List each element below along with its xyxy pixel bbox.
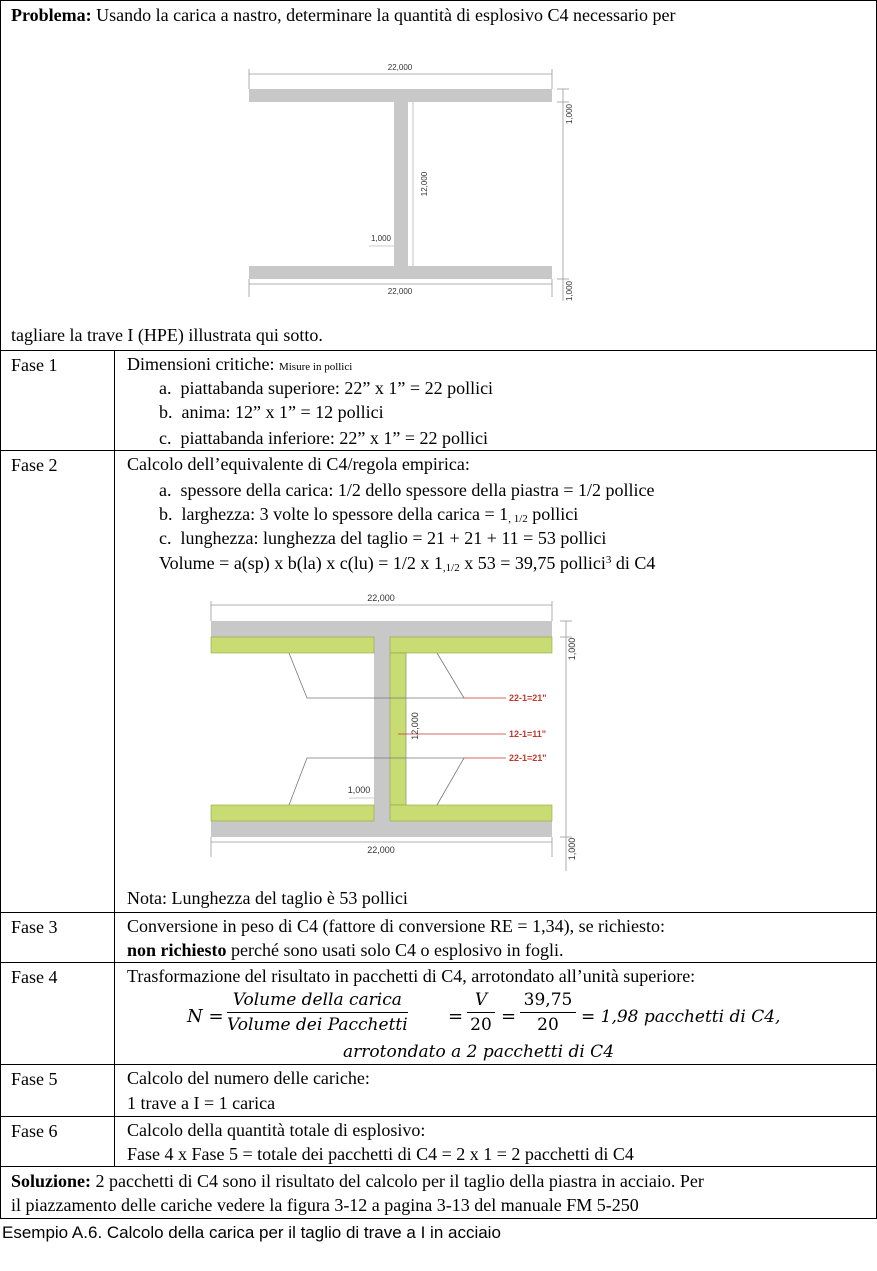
fig1-web-thickness: 1,000 <box>371 234 392 243</box>
fig1-bottom-width: 22,000 <box>388 287 413 296</box>
formula-equals-1: = <box>448 1006 464 1027</box>
fig2-charge-bottom-left <box>210 804 375 822</box>
step-5-line-1: Calcolo del numero delle cariche: <box>127 1068 370 1088</box>
fig2-bottom-flange <box>211 821 552 837</box>
fig2-charge-top-left <box>210 636 375 654</box>
fig2-charge-bottom-right <box>389 804 553 822</box>
step-2-volume: Volume = a(sp) x b(la) x c(lu) = 1/2 x 1… <box>159 553 656 574</box>
fig1-top-width: 22,000 <box>388 63 413 72</box>
step-5: Fase 5 Calcolo del numero delle cariche:… <box>1 1064 876 1117</box>
fig2-cut-top: 22-1=21" <box>509 693 547 703</box>
formula-result: = 1,98 pacchetti di C4, <box>581 1007 781 1027</box>
problem-continuation: tagliare la trave I (HPE) illustrata qui… <box>11 325 323 345</box>
step-2-note: Nota: Lunghezza del taglio è 53 pollici <box>127 888 408 908</box>
fig2-cut-web: 12-1=11" <box>509 729 546 739</box>
formula-equals-2: = <box>501 1006 517 1027</box>
step-4-formula: Trasformazione del risultato in pacchett… <box>115 963 876 1065</box>
step-5-label: Fase 5 <box>11 1069 58 1089</box>
fig2-cut-bottom: 22-1=21" <box>509 753 547 763</box>
fig2-bottom-flange-thickness: 1,000 <box>567 838 577 861</box>
step-2-item-c: c. lunghezza: lunghezza del taglio = 21 … <box>159 528 607 548</box>
step-3-line-2: non richiesto perché sono usati solo C4 … <box>127 940 564 960</box>
fig1-bottom-flange <box>249 266 552 279</box>
step-2: Fase 2 Calcolo dell’equivalente di C4/re… <box>1 450 876 913</box>
step-6-line-2: Fase 4 x Fase 5 = totale dei pacchetti d… <box>127 1144 634 1164</box>
formula-fraction-2: V 20 <box>467 990 495 1035</box>
step-1: Fase 1 Dimensioni critiche: Misure in po… <box>1 350 876 451</box>
formula-rounded: arrotondato a 2 pacchetti di C4 <box>343 1042 615 1062</box>
problem-text: Usando la carica a nastro, determinare l… <box>91 5 676 25</box>
step-4-line-1: Trasformazione del risultato in pacchett… <box>127 966 696 986</box>
figure-caption: Esempio A.6. Calcolo della carica per il… <box>2 1223 501 1242</box>
step-6-line-1: Calcolo della quantità totale di esplosi… <box>127 1120 426 1140</box>
charge-placement-figure: 22,000 22-1=21" 12-1=11" 22-1=21" 12,000… <box>210 593 577 871</box>
solution-line-2: il piazzamento delle cariche vedere la f… <box>11 1195 639 1215</box>
fig2-web <box>374 637 390 821</box>
formula-fraction-1: Volume della carica Volume dei Pacchetti <box>227 990 408 1035</box>
step-1-title: Dimensioni critiche: Misure in pollici <box>127 354 353 374</box>
solution-line-1: Soluzione: 2 pacchetti di C4 sono il ris… <box>11 1171 704 1191</box>
solution-section: Soluzione: 2 pacchetti di C4 sono il ris… <box>1 1166 876 1219</box>
step-6-label: Fase 6 <box>11 1121 58 1141</box>
fig1-top-flange <box>249 89 552 102</box>
step-1-item-b: b. anima: 12” x 1” = 12 pollici <box>159 402 384 422</box>
problem-statement: Problema: Usando la carica a nastro, det… <box>11 4 675 26</box>
problem-label: Problema: <box>11 5 92 25</box>
step-2-label: Fase 2 <box>11 455 58 475</box>
fig2-web-height: 12,000 <box>410 712 420 740</box>
step-1-units-note: Misure in pollici <box>278 361 353 373</box>
step-2-item-b: b. larghezza: 3 volte lo spessore della … <box>159 504 579 525</box>
step-3: Fase 3 Conversione in peso di C4 (fattor… <box>1 912 876 963</box>
step-1-label: Fase 1 <box>11 355 58 375</box>
step-4-label: Fase 4 <box>11 967 58 987</box>
fig1-flange-thickness: 1,000 <box>565 103 574 124</box>
fig2-top-width: 22,000 <box>367 593 395 603</box>
fig2-charge-top-right <box>389 636 553 654</box>
step-6: Fase 6 Calcolo della quantità totale di … <box>1 1116 876 1167</box>
step-2-item-a: a. spessore della carica: 1/2 dello spes… <box>159 480 655 500</box>
i-beam-figure: 22,000 1,000 12,000 1,000 22,000 1,000 <box>248 63 574 301</box>
formula-fraction-3: 39,75 20 <box>520 990 576 1035</box>
solution-label: Soluzione: <box>11 1171 92 1191</box>
step-4: Fase 4 Trasformazione del risultato in p… <box>1 962 876 1065</box>
formula-n-equals: N = <box>187 1006 224 1027</box>
step-1-item-c: c. piattabanda inferiore: 22” x 1” = 22 … <box>159 428 489 448</box>
example-document: Problema: Usando la carica a nastro, det… <box>0 0 877 1219</box>
fig1-web <box>394 102 408 266</box>
fig2-charge-web <box>389 652 407 806</box>
step-2-title: Calcolo dell’equivalente di C4/regola em… <box>127 454 470 474</box>
fig2-flange-thickness: 1,000 <box>567 638 577 661</box>
fig1-web-height: 12,000 <box>420 171 429 196</box>
step-1-item-a: a. piattabanda superiore: 22” x 1” = 22 … <box>159 378 494 398</box>
fig2-web-thickness: 1,000 <box>348 785 371 795</box>
fig2-bottom-width: 22,000 <box>367 845 395 855</box>
step-3-label: Fase 3 <box>11 917 58 937</box>
step-3-line-1: Conversione in peso di C4 (fattore di co… <box>127 916 666 936</box>
step-5-line-2: 1 trave a I = 1 carica <box>127 1093 276 1113</box>
fig2-top-flange <box>211 621 552 637</box>
fig1-bottom-flange-thickness: 1,000 <box>565 280 574 301</box>
problem-section: Problema: Usando la carica a nastro, det… <box>1 1 876 350</box>
